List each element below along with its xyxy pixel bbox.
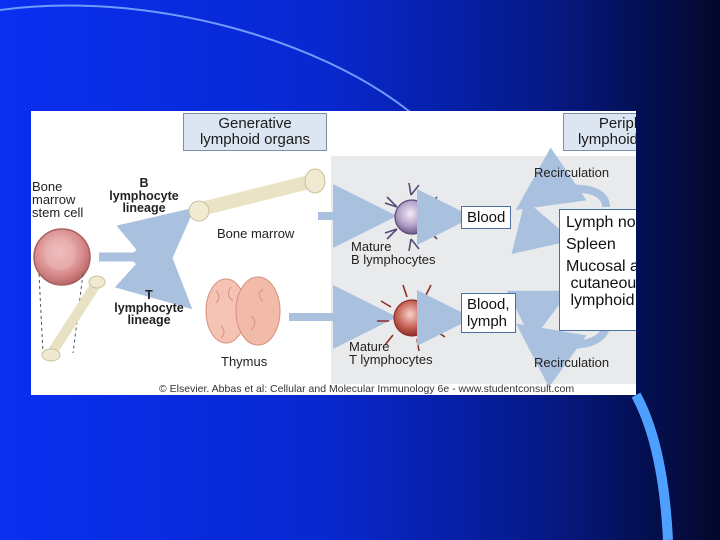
t-lineage-label: T lymphocyte lineage: [114, 288, 184, 327]
recirculation-bottom-label: Recirculation: [534, 355, 610, 370]
stem-cell-nucleus: [44, 238, 76, 270]
stem-cell-zoom-line: [72, 273, 84, 354]
diagram-graphics: [33, 147, 636, 388]
thymus-label: Thymus: [221, 354, 268, 369]
mucosal-label: Mucosal and cutaneous lymphoid tissues: [566, 258, 636, 309]
blood-lymph-to-organs-arrow: [506, 290, 570, 341]
b-lineage-label: B lymphocyte lineage: [109, 176, 179, 215]
recirculation-top-arrow: [515, 147, 610, 211]
top-arc: [0, 4, 411, 113]
stem-cell-label: Bone marrow stem cell: [32, 179, 84, 220]
stem-cell-zoom-line: [38, 273, 44, 354]
branch-arrow-b: [116, 207, 195, 282]
lymphocyte-maturation-diagram: Generative lymphoid organs Peripheral ly…: [31, 111, 636, 395]
peripheral-organs-box: Lymph nodes Spleen Mucosal and cutaneous…: [559, 209, 636, 331]
copyright-caption: © Elsevier. Abbas et al: Cellular and Mo…: [159, 383, 575, 395]
branch-arrow-t: [114, 234, 193, 310]
bone-marrow-label: Bone marrow: [217, 226, 295, 241]
thymus-icon: [205, 276, 281, 346]
right-arc: [631, 392, 673, 540]
mature-t-label: Mature T lymphocytes: [349, 339, 433, 367]
recirculation-top-label: Recirculation: [534, 165, 610, 180]
peripheral-organs-header: Peripheral lymphoid organs: [563, 113, 636, 151]
small-bone-icon: [41, 275, 106, 362]
blood-to-organs-arrow: [511, 199, 573, 254]
lymph-nodes-label: Lymph nodes: [566, 214, 636, 231]
blood-lymph-box: Blood, lymph: [461, 293, 516, 333]
blood-box: Blood: [461, 206, 512, 229]
spleen-label: Spleen: [566, 236, 616, 253]
generative-organs-header: Generative lymphoid organs: [183, 113, 327, 151]
mature-b-label: Mature B lymphocytes: [351, 239, 436, 267]
recirculation-bottom-arrow: [516, 323, 610, 388]
bone-marrow-bone-icon: [188, 168, 326, 222]
